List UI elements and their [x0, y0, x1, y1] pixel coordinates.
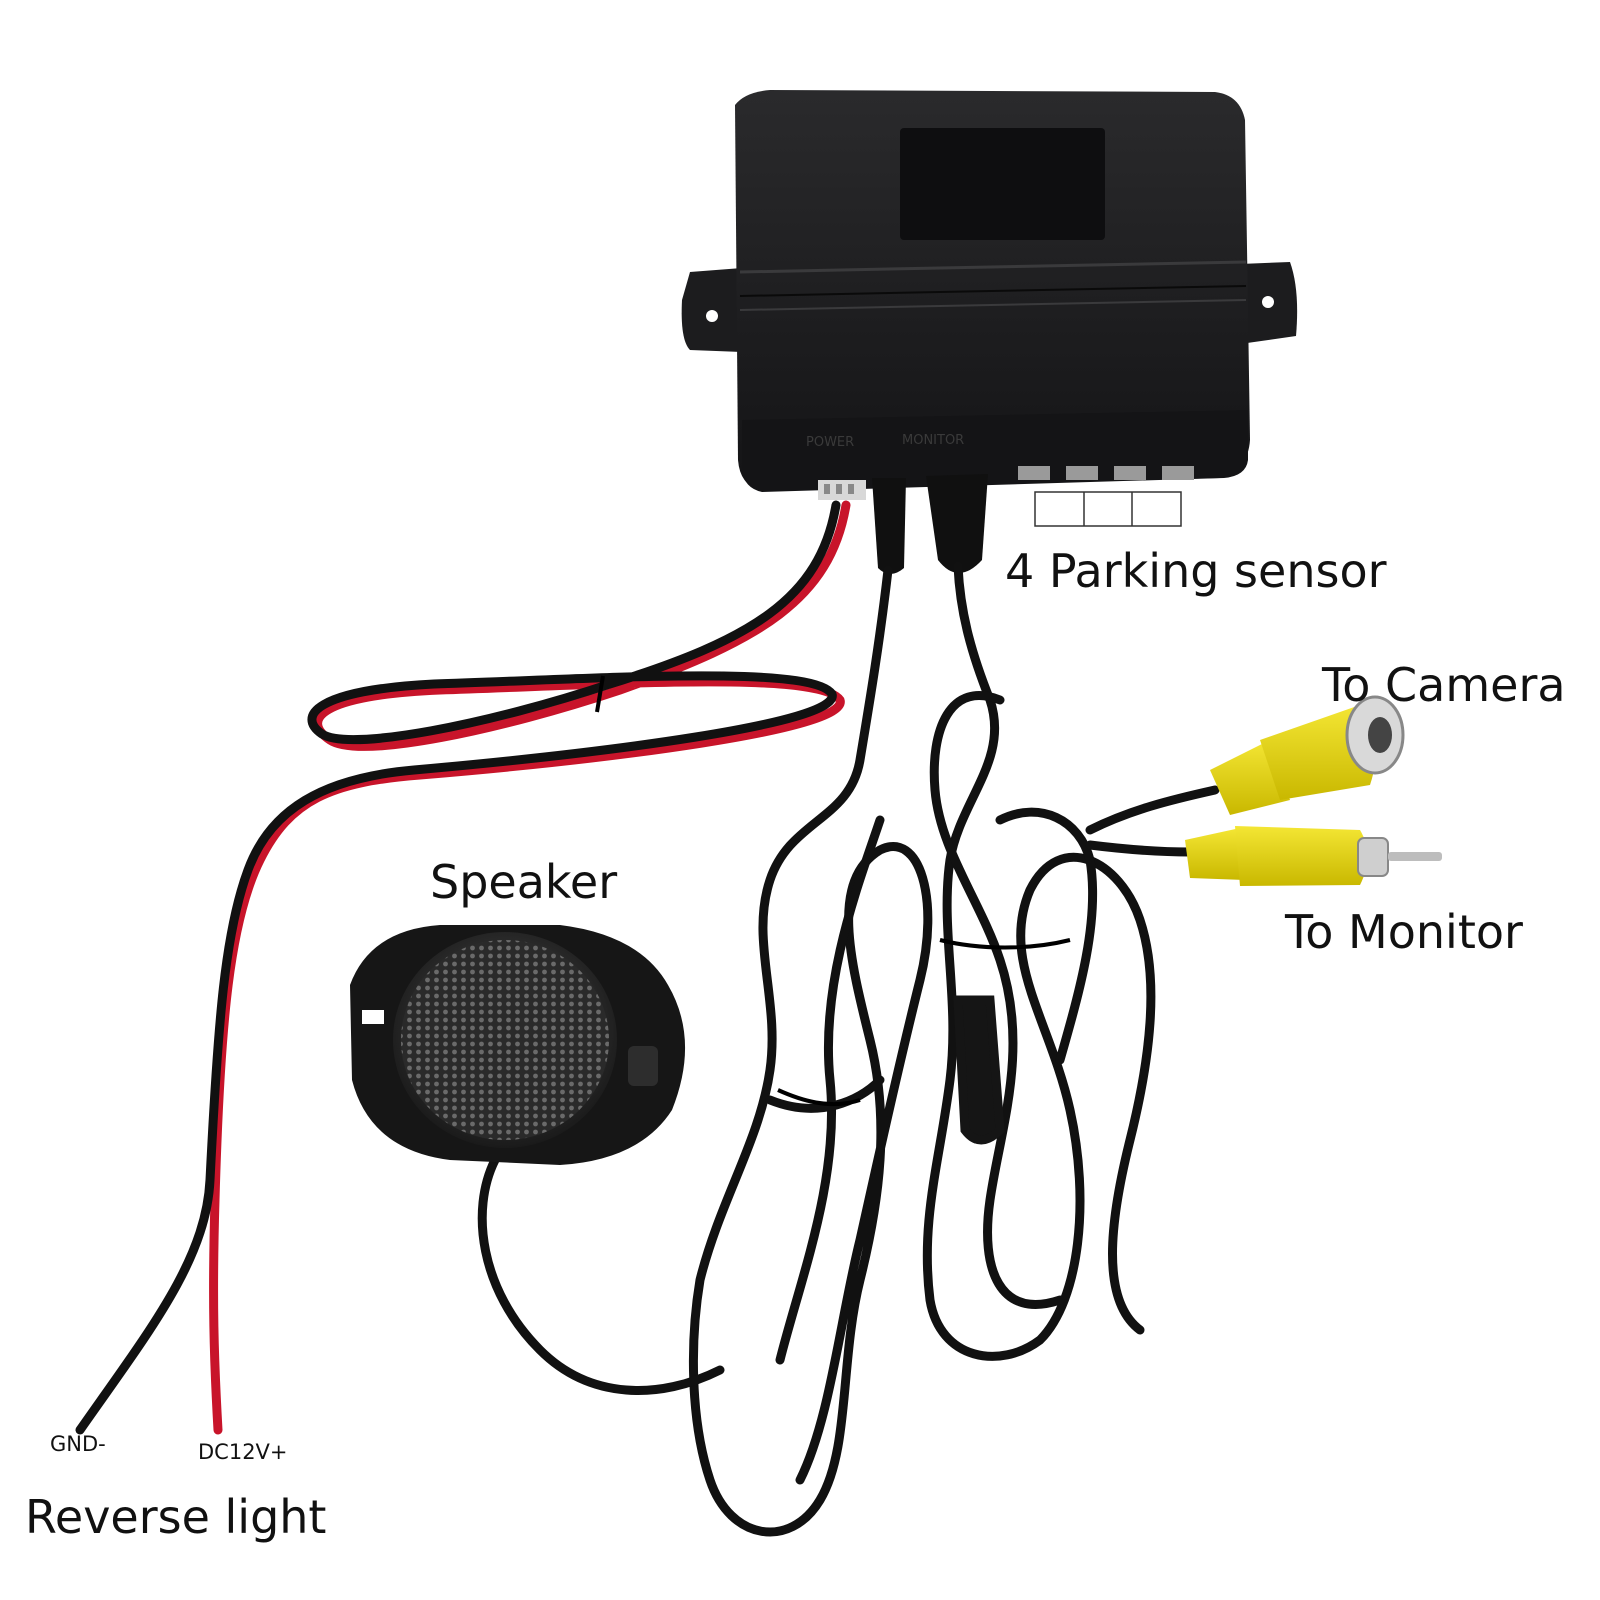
parking-sensor-label: 4 Parking sensor — [1005, 544, 1387, 598]
speaker-device — [350, 925, 686, 1165]
speaker-cable — [477, 565, 933, 1537]
rca-to-monitor — [1185, 826, 1442, 886]
reverse-light-label: Reverse light — [25, 1490, 327, 1544]
speaker-label: Speaker — [430, 855, 618, 909]
to-monitor-label: To Monitor — [1285, 905, 1523, 959]
to-camera-label: To Camera — [1322, 658, 1566, 712]
power-port-label: POWER — [806, 435, 854, 450]
monitor-port-label: MONITOR — [902, 433, 964, 448]
gnd-label: GND- — [50, 1432, 106, 1456]
rca-to-camera — [1210, 695, 1405, 815]
dc12v-label: DC12V+ — [198, 1440, 288, 1464]
control-box — [681, 90, 1298, 574]
video-cable — [922, 561, 1220, 1361]
power-cable — [75, 500, 851, 1435]
cable-ties — [595, 675, 1071, 1107]
